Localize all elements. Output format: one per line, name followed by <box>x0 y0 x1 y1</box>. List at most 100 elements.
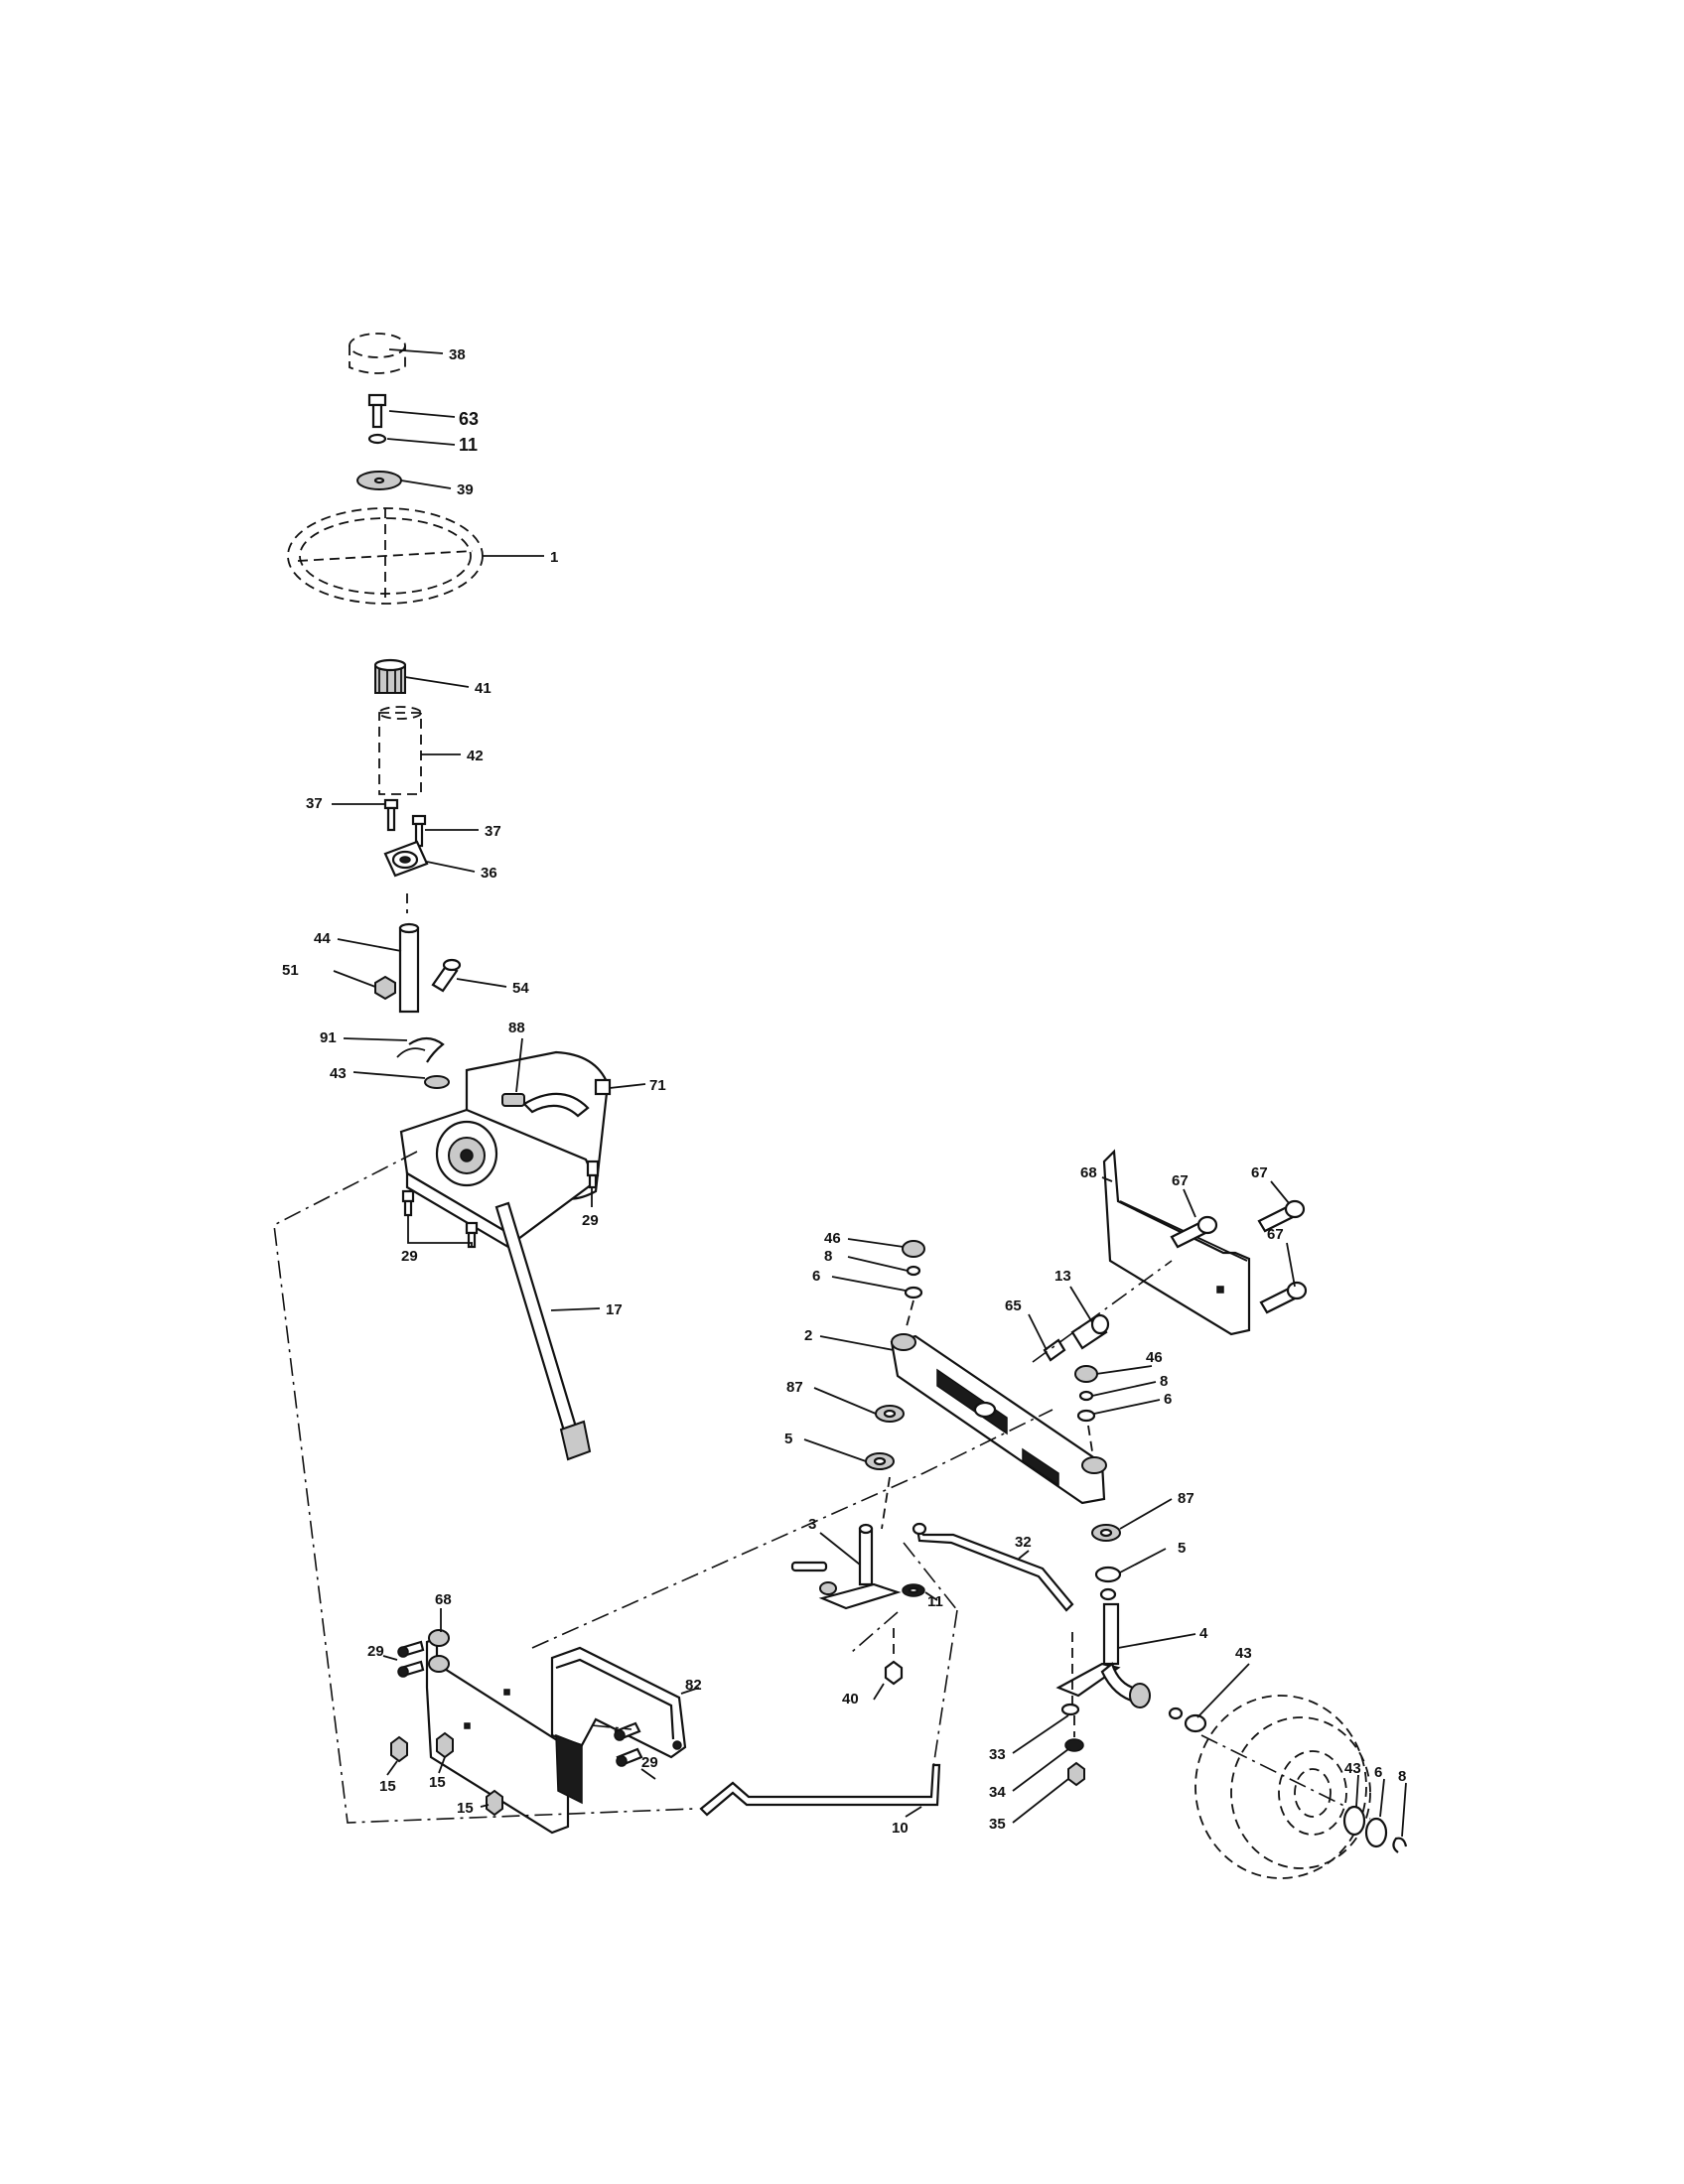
label-13: 13 <box>1054 1268 1071 1285</box>
label-63: 63 <box>459 409 479 429</box>
bearing-87-left <box>875 1405 905 1423</box>
label-41: 41 <box>475 680 491 697</box>
washer-43-upper <box>424 1075 450 1089</box>
label-42: 42 <box>467 748 484 764</box>
label-87-right: 87 <box>1178 1490 1194 1507</box>
label-40: 40 <box>842 1691 859 1707</box>
label-5-left: 5 <box>784 1431 792 1447</box>
cap-46-left <box>902 1240 925 1258</box>
label-88: 88 <box>508 1020 525 1036</box>
label-65: 65 <box>1005 1297 1022 1314</box>
label-6-left: 6 <box>812 1268 820 1285</box>
bolt-29-left-a <box>401 1189 415 1217</box>
boot-42 <box>378 706 422 795</box>
label-36: 36 <box>481 865 497 882</box>
label-37-left: 37 <box>306 795 323 812</box>
label-71: 71 <box>649 1077 666 1094</box>
nut-35 <box>1067 1761 1085 1787</box>
label-43-upper: 43 <box>330 1065 347 1082</box>
label-8-left: 8 <box>824 1248 832 1265</box>
label-46-left: 46 <box>824 1230 841 1247</box>
washer-6-right <box>1076 1409 1096 1423</box>
bolt-37-right <box>411 814 427 848</box>
label-34: 34 <box>989 1784 1006 1801</box>
label-3: 3 <box>808 1516 816 1533</box>
bolt-29-lower-right <box>614 1721 643 1767</box>
bolt-37-left <box>383 798 399 832</box>
tie-rod-10 <box>699 1763 941 1817</box>
label-32: 32 <box>1015 1534 1032 1551</box>
drag-link-32 <box>912 1522 1074 1612</box>
spindle-3 <box>790 1523 902 1610</box>
label-6-right: 6 <box>1164 1391 1172 1408</box>
steering-base-plate <box>399 1108 598 1255</box>
label-33: 33 <box>989 1746 1006 1763</box>
washer-43-spindle <box>1184 1713 1207 1733</box>
bushing-5-right <box>1094 1566 1122 1601</box>
label-1: 1 <box>550 549 558 566</box>
bushing-5-left <box>865 1452 895 1470</box>
ring-8-left <box>906 1265 921 1277</box>
label-29-lower-left: 29 <box>367 1643 384 1660</box>
label-5-right: 5 <box>1178 1540 1186 1557</box>
bolt-29-lower-left <box>397 1640 425 1678</box>
label-51: 51 <box>282 962 299 979</box>
label-46-right: 46 <box>1146 1349 1163 1366</box>
label-54: 54 <box>512 980 529 997</box>
label-11-mid: 11 <box>927 1593 943 1610</box>
steering-wheel-1 <box>287 507 484 605</box>
cap-46-right <box>1074 1365 1098 1383</box>
label-4: 4 <box>1199 1625 1208 1642</box>
label-29-lower-right: 29 <box>641 1754 658 1771</box>
label-11-top: 11 <box>459 435 478 455</box>
spindle-4 <box>1055 1602 1184 1720</box>
nut-51 <box>374 975 396 1001</box>
nut-15-b <box>436 1731 454 1759</box>
label-91: 91 <box>320 1029 337 1046</box>
nut-40 <box>884 1660 904 1686</box>
clip-8-outer <box>1392 1837 1408 1853</box>
washer-6-outer <box>1364 1817 1388 1848</box>
washer-11-mid <box>902 1583 925 1597</box>
label-35: 35 <box>989 1816 1006 1833</box>
label-37-right: 37 <box>485 823 501 840</box>
label-67-b: 67 <box>1251 1164 1268 1181</box>
washer-6-left <box>904 1286 923 1299</box>
steering-shaft-17 <box>494 1201 592 1461</box>
label-29-right: 29 <box>582 1212 599 1229</box>
label-39: 39 <box>457 481 474 498</box>
label-2: 2 <box>804 1327 812 1344</box>
washer-39 <box>356 471 402 490</box>
label-10: 10 <box>892 1820 909 1837</box>
pin-65 <box>1043 1338 1066 1362</box>
label-43-outer: 43 <box>1344 1760 1361 1777</box>
front-axle-2 <box>890 1333 1107 1505</box>
label-44: 44 <box>314 930 331 947</box>
label-17: 17 <box>606 1301 623 1318</box>
bushing-bracket-36 <box>383 840 429 878</box>
label-29-left: 29 <box>401 1248 418 1265</box>
bracket-82 <box>550 1646 687 1805</box>
washer-43-outer <box>1342 1805 1366 1837</box>
nut-15-a <box>390 1735 408 1763</box>
bolt-67-b <box>1257 1199 1306 1233</box>
label-68-upper: 68 <box>1080 1164 1097 1181</box>
bearing-87-right <box>1091 1524 1121 1542</box>
washer-11-top <box>367 433 387 445</box>
bolt-67-a <box>1170 1215 1218 1249</box>
adapter-41 <box>373 658 407 694</box>
label-67-a: 67 <box>1172 1172 1189 1189</box>
bolt-88 <box>501 1093 525 1107</box>
washer-33 <box>1060 1703 1080 1716</box>
label-43-spindle: 43 <box>1235 1645 1252 1662</box>
nut-15-c <box>486 1789 503 1817</box>
label-8-right: 8 <box>1160 1373 1168 1390</box>
label-68-lower: 68 <box>435 1591 452 1608</box>
label-82: 82 <box>685 1677 702 1694</box>
bolt-67-c <box>1259 1281 1308 1314</box>
label-87-left: 87 <box>786 1379 803 1396</box>
label-15-c: 15 <box>457 1800 474 1817</box>
label-15-a: 15 <box>379 1778 396 1795</box>
label-67-c: 67 <box>1267 1226 1284 1243</box>
ring-8-right <box>1078 1390 1094 1402</box>
